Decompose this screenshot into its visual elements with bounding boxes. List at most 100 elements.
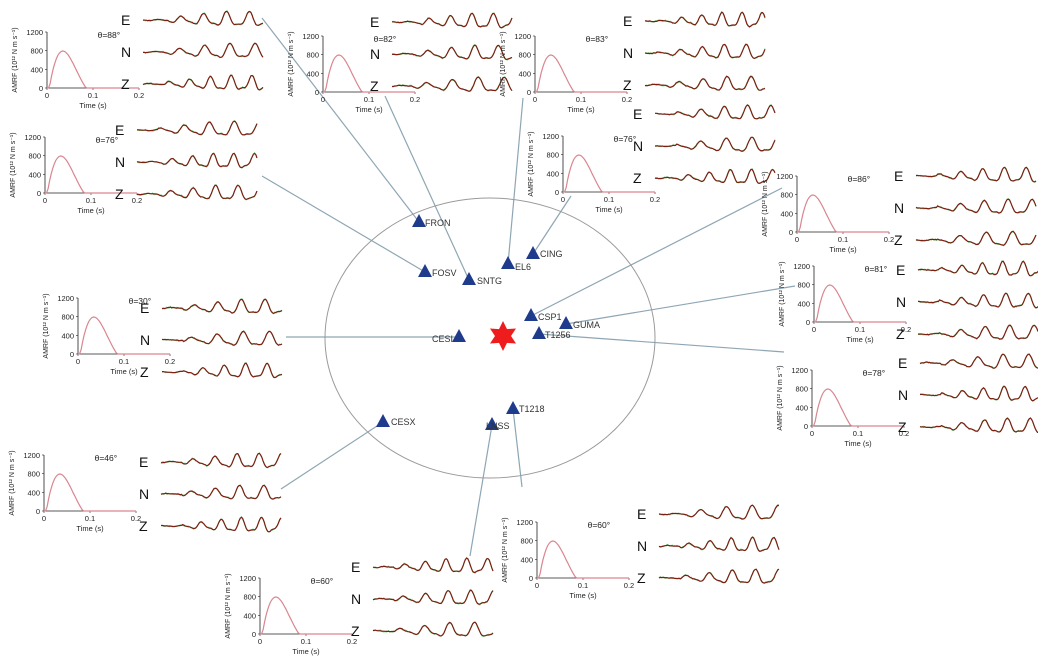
station-t1218[interactable]: T1218	[506, 401, 545, 414]
observed-trace	[658, 568, 780, 584]
station-label: EL6	[515, 262, 531, 272]
y-tick-label: 0	[36, 507, 40, 516]
synthetic-trace	[372, 556, 494, 574]
station-lnss[interactable]: LNSS	[485, 417, 510, 431]
station-el6[interactable]: EL6	[501, 256, 531, 272]
station-label: CESX	[391, 417, 416, 427]
leader-line-csp1	[530, 187, 783, 317]
station-triangle-icon	[452, 329, 466, 342]
observed-trace	[659, 504, 780, 520]
observed-trace	[161, 452, 282, 468]
stf-curve	[260, 596, 352, 635]
station-cesx[interactable]: CESX	[376, 414, 416, 427]
observed-trace	[143, 42, 264, 59]
y-axis-label: AMRF (10¹² N m s⁻¹)	[779, 261, 786, 326]
synthetic-trace	[919, 353, 1038, 370]
component-label-e: E	[115, 122, 124, 138]
x-tick-label: 0	[535, 581, 539, 590]
y-axis-label: AMRF (10¹² N m s⁻¹)	[288, 31, 295, 96]
component-label-z: Z	[115, 186, 124, 202]
x-axis-label: Time (s)	[77, 206, 105, 215]
x-tick-label: 0.2	[622, 95, 632, 104]
theta-label: θ=60°	[588, 520, 611, 530]
y-tick-label: 400	[28, 170, 41, 179]
observed-trace	[915, 198, 1037, 214]
stf-curve	[537, 540, 629, 579]
x-tick-label: 0.2	[650, 195, 660, 204]
y-tick-label: 1200	[302, 32, 319, 41]
y-tick-label: 400	[797, 299, 810, 308]
x-tick-label: 0.2	[624, 581, 634, 590]
station-cesi[interactable]: CESI	[432, 329, 466, 344]
star-icon	[490, 321, 516, 351]
stf-curve	[797, 194, 889, 233]
observed-trace	[372, 557, 494, 573]
x-tick-label: 0.1	[604, 195, 614, 204]
x-tick-label: 0.1	[301, 637, 311, 646]
x-tick-label: 0.2	[899, 429, 909, 438]
theta-label: θ=82°	[374, 34, 397, 44]
observed-trace	[372, 621, 494, 637]
station-guma[interactable]: GUMA	[559, 316, 600, 330]
component-label-z: Z	[351, 623, 360, 639]
y-axis-label: AMRF (10¹² N m s⁻¹)	[9, 450, 16, 515]
waveform-set: ENZ	[896, 259, 1038, 342]
station-triangle-icon	[526, 246, 540, 259]
observed-trace	[143, 10, 264, 27]
station-label: LNSS	[486, 421, 510, 431]
station-triangle-icon	[462, 272, 476, 285]
leader-line-sntg	[384, 95, 470, 281]
y-tick-label: 1200	[542, 132, 559, 141]
y-tick-label: 0	[789, 228, 793, 237]
y-tick-label: 800	[28, 152, 41, 161]
x-tick-label: 0.2	[165, 357, 175, 366]
observed-trace	[644, 75, 766, 91]
x-axis-label: Time (s)	[567, 105, 595, 114]
station-label: FOSV	[432, 268, 457, 278]
observed-trace	[917, 324, 1038, 340]
y-tick-label: 800	[518, 51, 531, 60]
observed-trace	[915, 166, 1037, 183]
y-tick-label: 400	[518, 69, 531, 78]
y-tick-label: 0	[37, 189, 41, 198]
synthetic-trace	[142, 42, 264, 59]
station-sntg[interactable]: SNTG	[462, 272, 502, 286]
station-fosv[interactable]: FOSV	[418, 264, 457, 278]
y-tick-label: 1200	[514, 32, 531, 41]
observed-trace	[644, 11, 766, 28]
x-axis-label: Time (s)	[79, 101, 107, 110]
x-tick-label: 0	[561, 195, 565, 204]
theta-label: θ=86°	[848, 174, 871, 184]
x-tick-label: 0.1	[85, 514, 95, 523]
station-triangle-icon	[418, 264, 432, 277]
x-tick-label: 0.1	[88, 91, 98, 100]
x-axis-label: Time (s)	[829, 245, 857, 254]
y-tick-label: 800	[27, 470, 40, 479]
station-cing[interactable]: CING	[526, 246, 563, 259]
observed-trace	[162, 362, 283, 379]
y-tick-label: 400	[780, 209, 793, 218]
component-label-z: Z	[637, 570, 646, 586]
station-triangle-icon	[485, 417, 499, 430]
observed-trace	[391, 76, 513, 92]
observed-trace	[161, 516, 282, 533]
x-axis-label: Time (s)	[844, 439, 872, 448]
observed-trace	[919, 353, 1038, 369]
leader-line-guma	[565, 285, 796, 325]
y-tick-label: 0	[804, 422, 808, 431]
station-t1256[interactable]: T1256	[532, 326, 571, 340]
leader-line-cesx	[280, 421, 384, 490]
station-csp1[interactable]: CSP1	[524, 308, 562, 322]
component-label-n: N	[633, 138, 643, 154]
station-triangle-icon	[532, 326, 546, 339]
station-fron[interactable]: FRON	[412, 214, 451, 228]
observed-trace	[655, 104, 776, 120]
